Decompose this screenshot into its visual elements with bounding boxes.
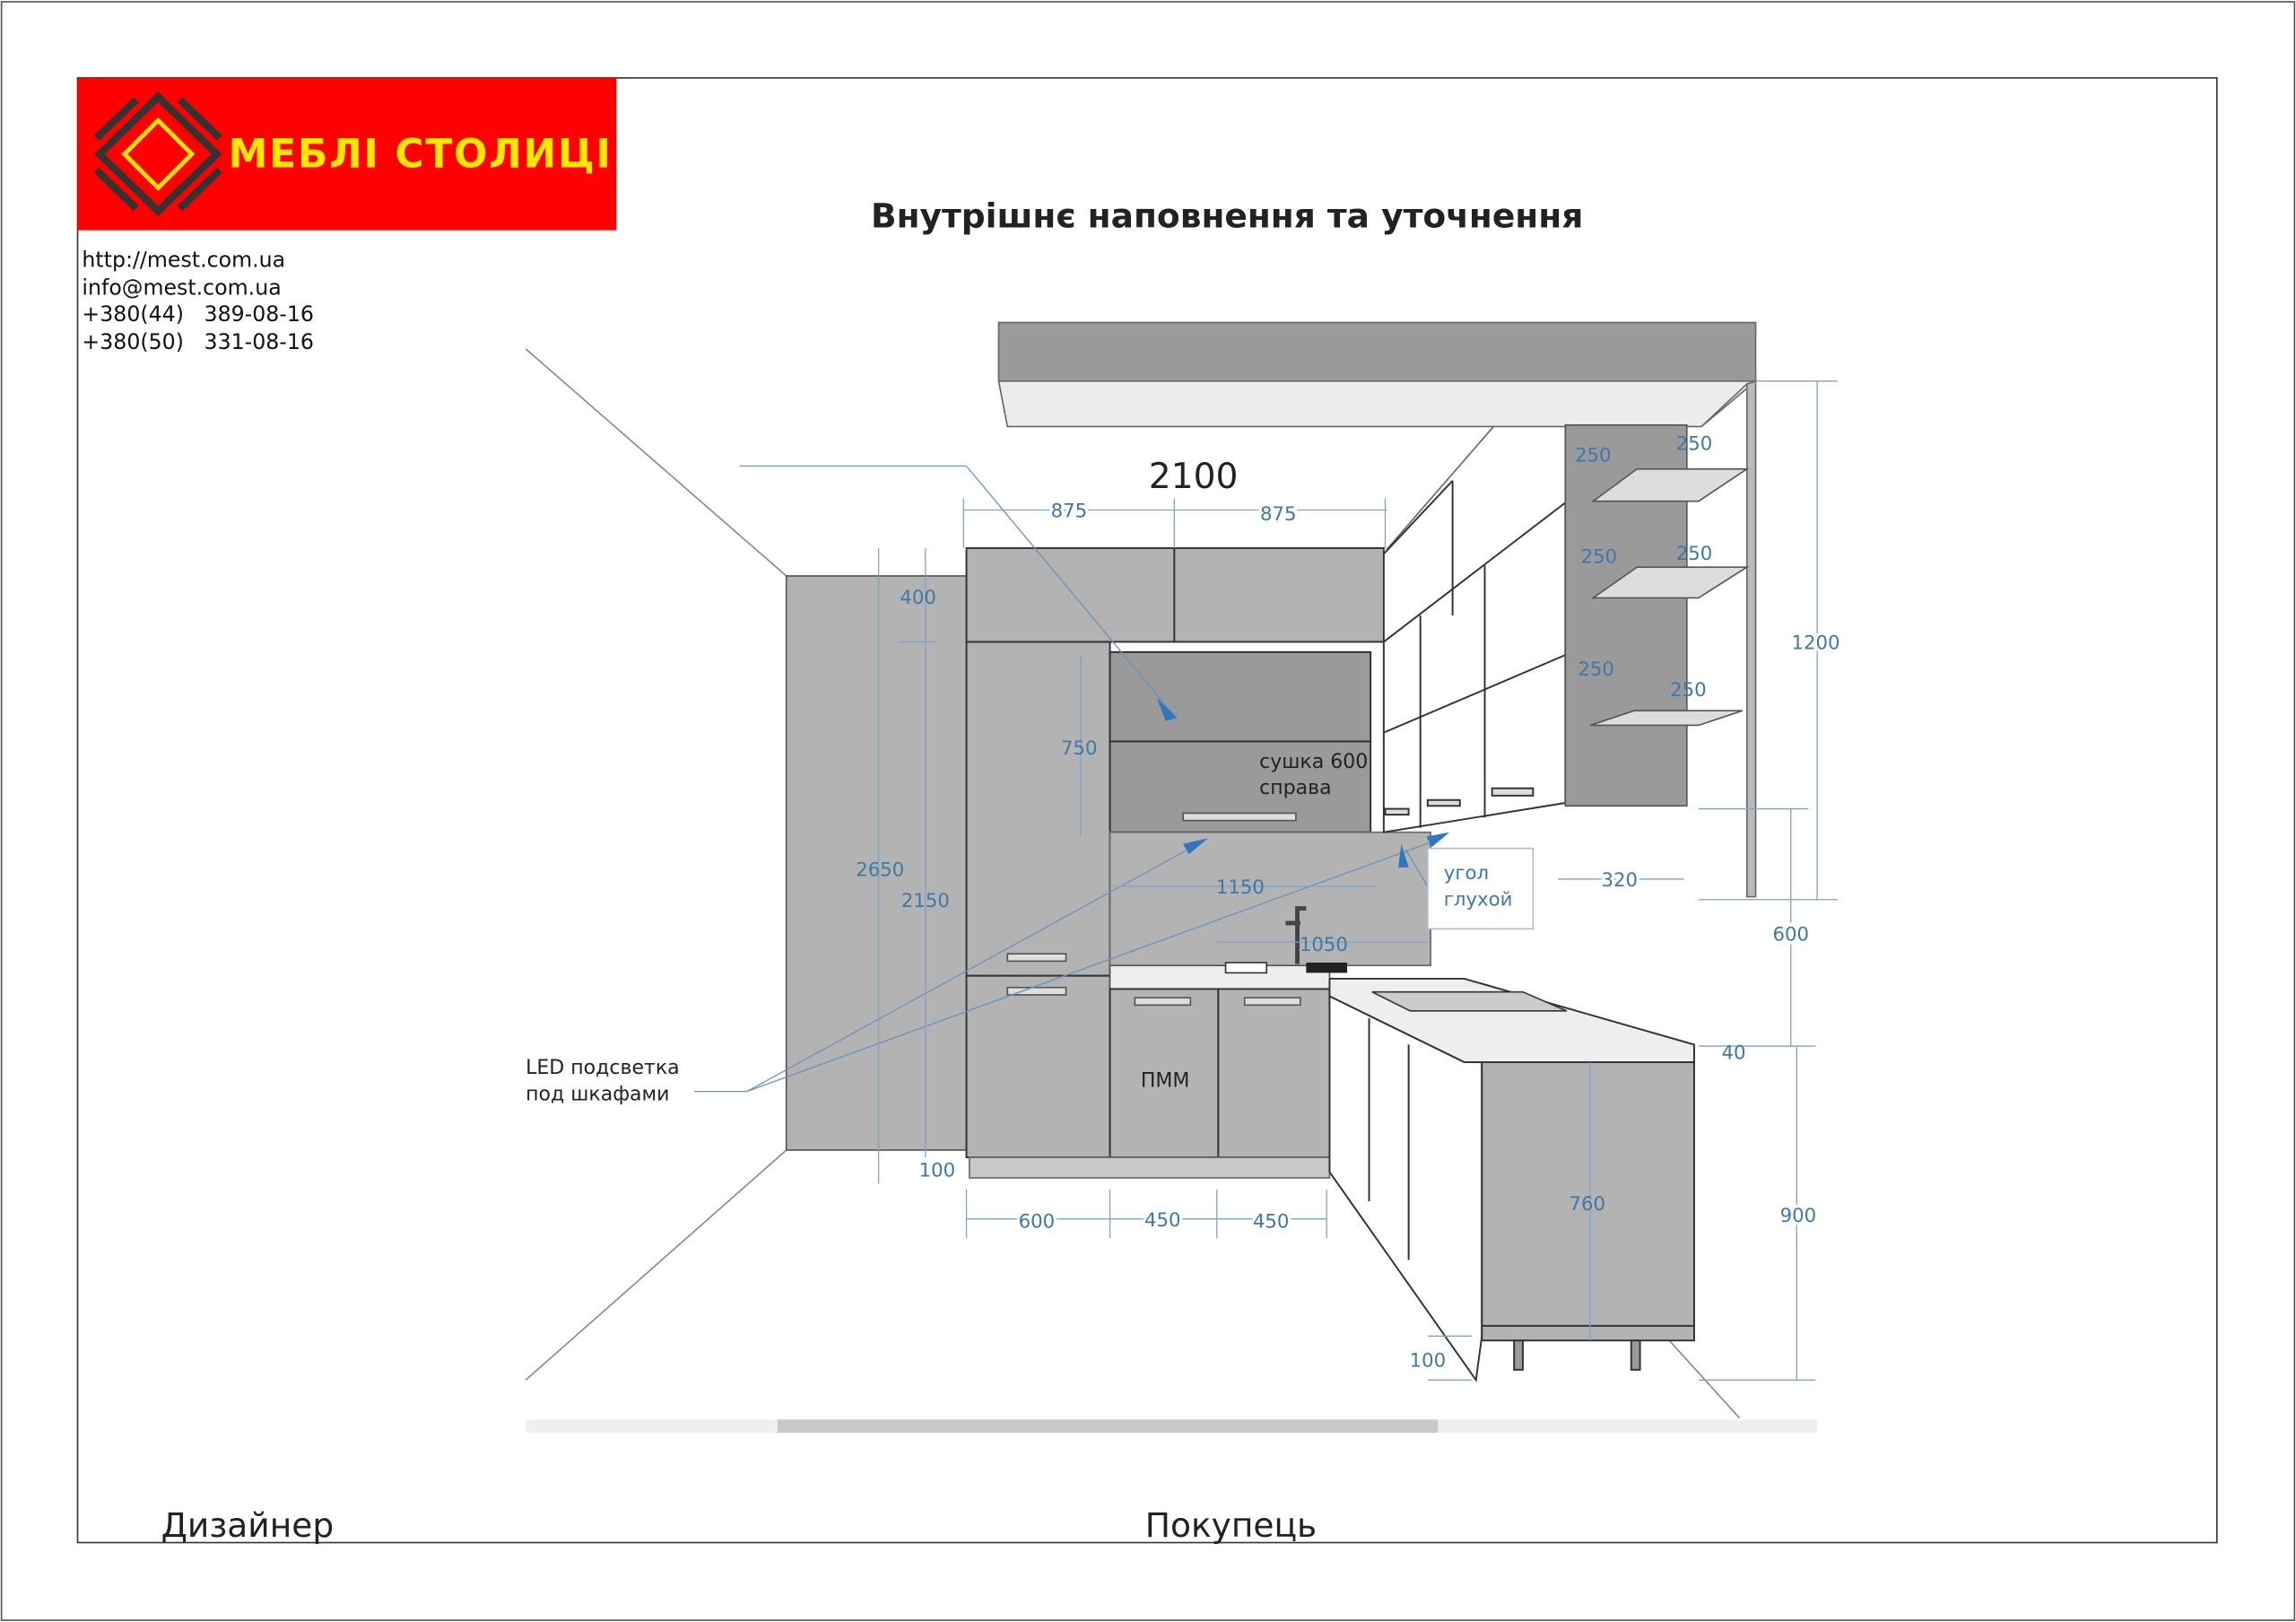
signature-buyer: Покупець [1145,1505,1317,1545]
handle [1182,812,1297,822]
handle [1006,953,1067,963]
page-title: Внутрішнє наповнення та уточнення [871,196,1583,235]
base-cabinet-450-right [1217,988,1331,1159]
dim-upper-right: 875 [1260,503,1297,526]
dim-sink-w: 1050 [1300,934,1348,956]
mezzanine-cabinet-right [1173,546,1385,643]
note-led-line1: LED подсветка [526,1057,680,1079]
side-wall-panel [785,575,969,1151]
dim-mezzanine-h: 400 [900,587,936,609]
contact-phone-2: +380(50) 331-08-16 [82,329,314,354]
dim-shelf-3b: 250 [1670,679,1707,702]
arrow-icon [1398,843,1409,868]
room-outline [525,348,1741,1419]
dim-plinth-right: 100 [1410,1350,1447,1373]
mezzanine-cabinet-left [965,546,1176,643]
dim-shelf-unit-h: 1200 [1791,632,1839,655]
logo-text: МЕБЛІ СТОЛИЦІ [229,131,613,177]
dim-base-450-a: 450 [1144,1209,1181,1232]
dim-dryer-h: 750 [1061,737,1098,760]
dim-shelf-2a: 250 [1581,545,1618,568]
corner-note-box: угол глухой [1427,847,1535,930]
dim-upper-left: 875 [1051,501,1088,523]
arrow-icon [1156,697,1178,721]
signature-designer: Дизайнер [161,1505,335,1545]
handle [1006,986,1067,996]
upper-cabinet-top [1109,650,1372,743]
dim-column-h: 2150 [901,890,950,912]
dim-shelf-depth: 320 [1601,869,1638,892]
arrow-icon [1183,838,1208,855]
note-led-line2: под шкафами [526,1083,669,1105]
dim-gap-h: 600 [1772,923,1809,946]
dimension-lines [877,380,1838,1381]
tall-column-cabinet [965,641,1111,977]
right-upper-cabinets [1382,480,1567,833]
ceiling-bulkhead [997,321,1758,898]
logo-diamond-icon [93,92,222,217]
handle [1134,997,1192,1007]
drainboard-icon [1306,962,1348,973]
note-corner-line2: глухой [1444,888,1513,911]
note-corner-line1: угол [1444,862,1489,885]
dim-base-450-b: 450 [1253,1210,1290,1233]
scrollbar-thumb[interactable] [777,1419,1439,1434]
backsplash [1109,831,1431,967]
dim-base-h: 760 [1570,1193,1606,1216]
note-dishwasher: ПММ [1141,1070,1190,1093]
faucet-icon [1285,906,1307,964]
open-shelf-unit [1564,423,1750,807]
contact-website[interactable]: http://mest.com.ua [82,247,285,272]
plinth-left [969,1156,1331,1179]
sink-icon [1224,962,1268,974]
inner-frame [76,77,2218,1544]
dim-total-h: 2650 [856,859,904,882]
dimension-labels: 2100 875 875 400 750 2650 2150 1150 1050… [856,433,1843,1373]
dim-plinth-left: 100 [919,1159,956,1182]
dim-shelf-1a: 250 [1575,445,1612,467]
company-logo: МЕБЛІ СТОЛИЦІ [77,77,617,231]
hob-icon [1371,990,1568,1012]
dim-shelf-2b: 250 [1676,543,1713,565]
contact-phone-1: +380(44) 389-08-16 [82,301,314,327]
dim-shelf-1b: 250 [1676,433,1713,456]
countertop-left [1109,964,1331,990]
note-dryer-line2: справа [1259,777,1332,799]
contact-email[interactable]: info@mest.com.ua [82,275,281,300]
handle [1243,997,1301,1007]
note-dryer-line1: сушка 600 [1259,751,1368,773]
dim-total-width: 2100 [1149,457,1239,497]
dim-counter-t: 40 [1722,1042,1746,1065]
leader-lines [693,465,1443,1093]
tall-column-base [965,974,1111,1159]
right-base-run [1328,977,1695,1382]
dim-base-600: 600 [1019,1210,1056,1233]
dim-counter-h: 900 [1780,1205,1817,1227]
dim-backsplash-w: 1150 [1216,876,1265,899]
dim-shelf-3a: 250 [1578,658,1614,681]
base-cabinet-450-left [1109,988,1220,1159]
arrow-icon [1426,832,1450,847]
